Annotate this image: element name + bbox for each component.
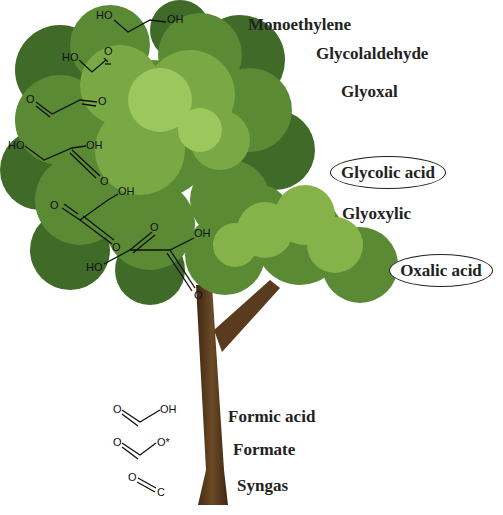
atom-label: OH <box>160 404 177 415</box>
atom-label: OH <box>194 228 211 239</box>
atom-label: O <box>194 290 203 301</box>
compound-ellipse: Glycolic acid <box>330 156 446 189</box>
atom-label: HO <box>86 262 103 273</box>
compound-name: Oxalic acid <box>400 262 482 279</box>
atom-label: O* <box>157 437 170 448</box>
compound-name: Syngas <box>237 477 288 494</box>
atom-label: O <box>150 222 159 233</box>
compound-name: Monoethylene <box>248 16 351 33</box>
atom-label: O <box>26 94 35 105</box>
atom-label: O <box>128 472 137 483</box>
compound-name: Glycolaldehyde <box>316 45 428 62</box>
atom-label: O <box>104 46 113 57</box>
atom-label: O <box>100 176 109 187</box>
atom-label: OH <box>86 140 103 151</box>
compound-name: Glyoxylic <box>342 205 411 222</box>
atom-label: OH <box>167 14 184 25</box>
atom-label: HO <box>96 10 113 21</box>
compound-ellipse: Oxalic acid <box>389 254 493 287</box>
compound-name: Formic acid <box>228 408 315 425</box>
atom-label: O <box>113 437 122 448</box>
atom-label: O <box>50 200 59 211</box>
compound-name: Glycolic acid <box>341 164 435 181</box>
atom-label: O <box>112 242 121 253</box>
compound-name: Glyoxal <box>341 83 398 100</box>
atom-label: C <box>157 487 165 498</box>
atom-label: OH <box>118 186 135 197</box>
atom-label: HO <box>62 52 79 63</box>
atom-label: O <box>113 404 122 415</box>
atom-label: HO <box>8 140 25 151</box>
atom-label: O <box>98 96 107 107</box>
compound-name: Formate <box>233 441 295 458</box>
